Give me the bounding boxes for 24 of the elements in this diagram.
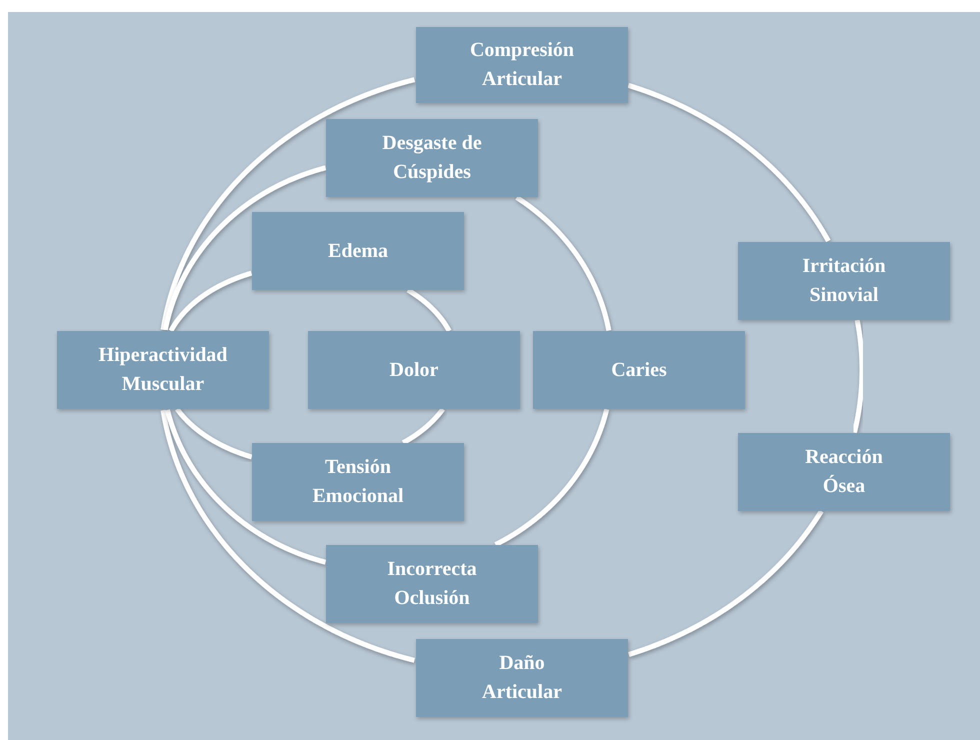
ring-arc <box>168 270 254 333</box>
concept-box: Dolor <box>308 331 520 409</box>
ring-arc <box>628 510 824 657</box>
concept-box: Incorrecta Oclusión <box>326 545 538 623</box>
ring-arc <box>160 77 416 331</box>
ring-arc <box>165 408 327 565</box>
ring-arc <box>852 318 864 435</box>
ring-arc <box>494 408 610 547</box>
concept-box: Compresión Articular <box>416 27 628 103</box>
ring-arc <box>515 195 612 332</box>
ring-arc <box>175 407 254 460</box>
ring-arc <box>401 406 446 445</box>
concept-box: Edema <box>252 212 464 290</box>
concept-box: Caries <box>533 331 745 409</box>
concept-box: Reacción Ósea <box>738 433 950 511</box>
ring-arc <box>162 165 327 332</box>
concept-box: Desgaste de Cúspides <box>326 119 538 197</box>
concept-box: Daño Articular <box>416 639 628 717</box>
ring-arc <box>627 82 831 242</box>
concept-box: Tensión Emocional <box>252 443 464 521</box>
concept-box: Irritación Sinovial <box>738 242 950 320</box>
concept-box: Hiperactividad Muscular <box>57 331 269 409</box>
ring-arc <box>160 409 416 663</box>
ring-arc <box>406 288 452 334</box>
